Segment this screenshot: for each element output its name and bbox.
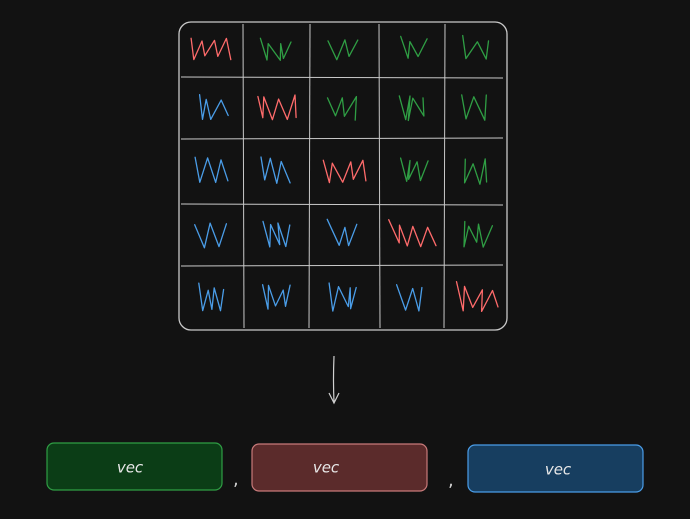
cell-scribble-green <box>463 220 494 248</box>
grid-row-line <box>180 203 504 206</box>
cell-scribble-red <box>322 159 367 184</box>
matrix-outline <box>178 21 508 331</box>
cell-scribble-red <box>190 37 232 61</box>
vector-label: vec <box>545 461 572 479</box>
vector-box-blue: vec <box>467 444 644 493</box>
cell-scribble-green <box>462 34 490 60</box>
vector-box-green: vec <box>46 442 223 491</box>
cell-scribble-green <box>400 35 428 59</box>
cell-scribble-blue <box>194 156 229 184</box>
arrow-down-icon <box>328 355 340 405</box>
grid-row-line <box>180 264 504 267</box>
grid-row-line <box>180 76 504 79</box>
cell-scribble-blue <box>328 282 357 312</box>
cell-scribble-green <box>259 37 292 61</box>
grid-column-line <box>378 23 381 329</box>
separator-comma: , <box>233 469 239 490</box>
cell-scribble-blue <box>194 222 228 249</box>
vector-box-red: vec <box>251 443 428 492</box>
cell-scribble-blue <box>262 220 291 248</box>
matrix-cells <box>190 34 499 313</box>
cell-scribble-blue <box>395 284 423 312</box>
cell-scribble-green <box>463 158 488 185</box>
cell-scribble-green <box>399 157 429 182</box>
cell-scribble-blue <box>326 218 358 247</box>
matrix-grid <box>178 21 508 331</box>
grid-row-line <box>180 137 504 140</box>
cell-scribble-green <box>461 94 487 121</box>
grid-column-line <box>242 23 245 329</box>
vector-label: vec <box>313 459 340 477</box>
cell-scribble-red <box>388 219 437 248</box>
matrix-grid-lines <box>180 23 504 329</box>
cell-scribble-blue <box>260 156 291 184</box>
cell-scribble-red <box>257 94 297 121</box>
separator-comma: , <box>448 470 454 491</box>
cell-scribble-green <box>327 39 359 61</box>
grid-column-line <box>443 23 446 329</box>
cell-scribble-blue <box>198 94 229 121</box>
cell-scribble-red <box>455 280 499 313</box>
cell-scribble-green <box>326 95 358 121</box>
grid-column-line <box>308 23 311 329</box>
cell-scribble-blue <box>261 284 291 310</box>
cell-scribble-green <box>398 95 425 122</box>
vector-label: vec <box>117 459 144 477</box>
cell-scribble-blue <box>198 282 225 312</box>
